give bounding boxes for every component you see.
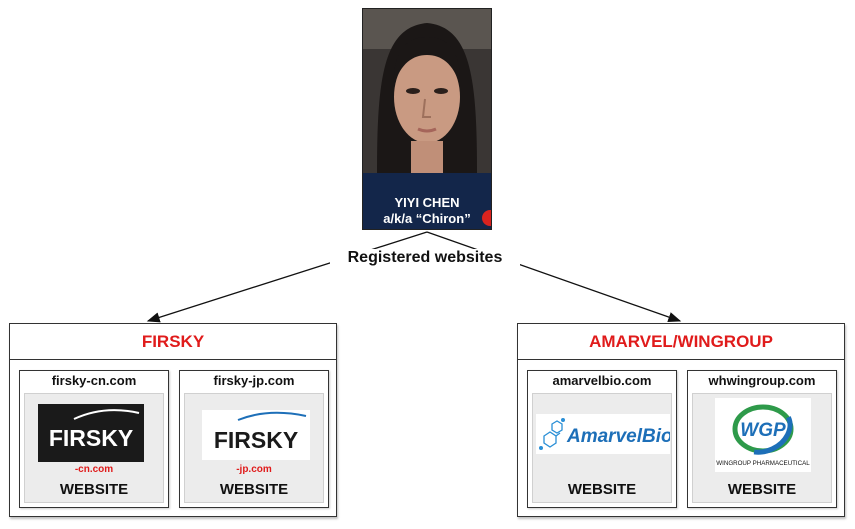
- site-domain: whwingroup.com: [708, 373, 816, 388]
- svg-text:FIRSKY: FIRSKY: [49, 425, 133, 451]
- profile-caption: YIYI CHEN a/k/a “Chiron”: [363, 173, 491, 229]
- site-domain: firsky-jp.com: [213, 373, 295, 388]
- arrow-to-firsky: [146, 231, 428, 323]
- svg-text:WGP: WGP: [740, 420, 786, 441]
- person-alias: a/k/a “Chiron”: [383, 211, 471, 226]
- logo-domain-suffix: -jp.com: [236, 464, 272, 475]
- svg-text:FIRSKY: FIRSKY: [214, 427, 298, 453]
- amarvelbio-logo: AmarvelBio: [536, 414, 673, 454]
- site-preview: FIRSKY -jp.com WEBSITE: [184, 393, 324, 503]
- molecule-logo-icon: AmarvelBio: [539, 418, 673, 450]
- site-preview: FIRSKY -cn.com WEBSITE: [24, 393, 164, 503]
- svg-text:WINGROUP PHARMACEUTICAL: WINGROUP PHARMACEUTICAL: [716, 460, 810, 467]
- site-card-whwingroup: whwingroup.com WGP WINGROUP PHARMACEUTIC…: [687, 370, 837, 508]
- site-label: WEBSITE: [59, 481, 129, 498]
- firsky-jp-logo: FIRSKY: [202, 410, 310, 460]
- site-preview: WGP WINGROUP PHARMACEUTICAL WEBSITE: [692, 393, 832, 503]
- group-title: AMARVEL/WINGROUP: [518, 324, 844, 360]
- site-card-amarvelbio: amarvelbio.com AmarvelBio WEBSITE: [527, 370, 677, 508]
- site-preview: AmarvelBio WEBSITE: [532, 393, 673, 503]
- firsky-cn-logo: FIRSKY: [38, 404, 144, 462]
- site-domain: amarvelbio.com: [552, 373, 652, 388]
- person-name: YIYI CHEN: [394, 195, 460, 210]
- profile-card: YIYI CHEN a/k/a “Chiron”: [362, 8, 492, 230]
- logo-domain-suffix: -cn.com: [74, 464, 114, 475]
- site-label: WEBSITE: [567, 481, 637, 498]
- wgp-logo-icon: WGP WINGROUP PHARMACEUTICAL: [716, 403, 810, 467]
- wingroup-logo: WGP WINGROUP PHARMACEUTICAL: [715, 398, 811, 472]
- site-label: WEBSITE: [727, 481, 797, 498]
- site-card-firsky-jp: firsky-jp.com FIRSKY -jp.com WEBSITE: [179, 370, 329, 508]
- site-domain: firsky-cn.com: [51, 373, 137, 388]
- portrait-illustration: [363, 9, 491, 173]
- flag-icon: [482, 210, 491, 226]
- arrow-to-amarvel: [426, 231, 682, 323]
- firsky-logo-icon: FIRSKY: [49, 409, 140, 451]
- svg-text:AmarvelBio: AmarvelBio: [566, 426, 670, 447]
- site-card-firsky-cn: firsky-cn.com FIRSKY -cn.com WEBSITE: [19, 370, 169, 508]
- group-firsky: FIRSKY firsky-cn.com FIRSKY -cn.com WEBS…: [9, 323, 337, 517]
- connector-label: Registered websites: [330, 249, 520, 267]
- profile-photo: [363, 9, 491, 173]
- firsky-logo-icon: FIRSKY: [214, 411, 307, 453]
- group-title: FIRSKY: [10, 324, 336, 360]
- site-label: WEBSITE: [219, 481, 289, 498]
- group-amarvel-wingroup: AMARVEL/WINGROUP amarvelbio.com AmarvelB…: [517, 323, 845, 517]
